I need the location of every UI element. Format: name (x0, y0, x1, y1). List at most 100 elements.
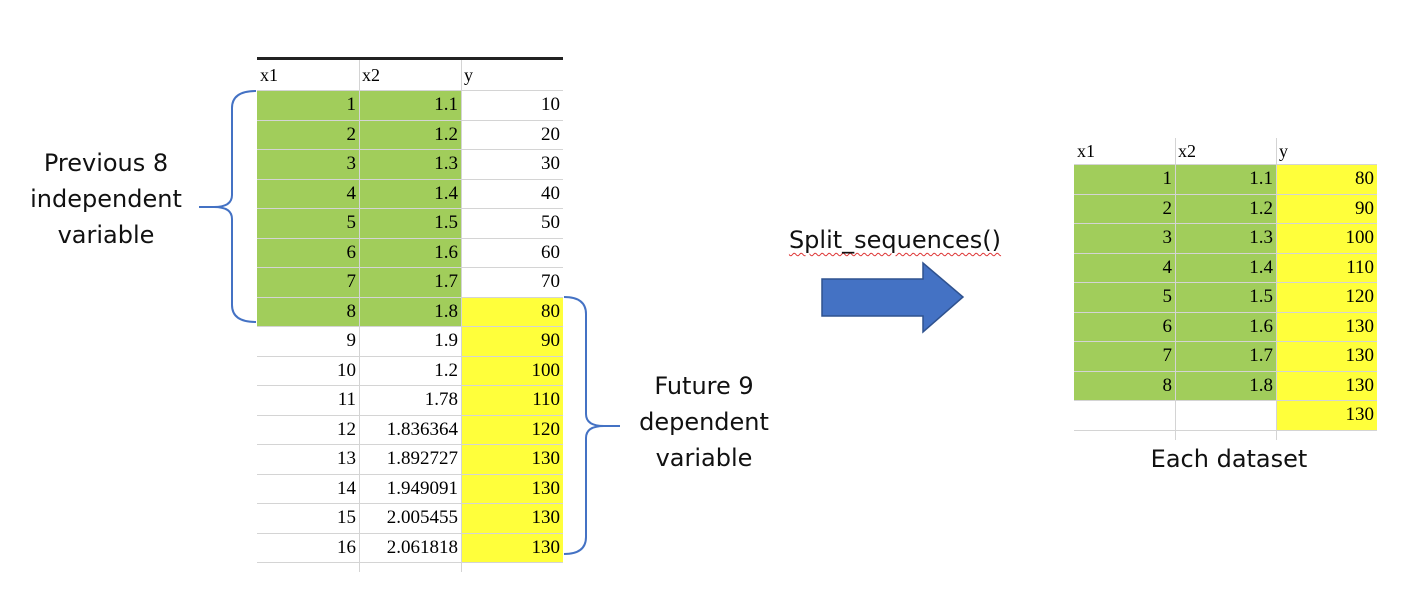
grid-line (257, 178, 563, 180)
dataset-caption: Each dataset (1150, 445, 1308, 473)
cell-x1: 8 (257, 296, 359, 326)
cell-x1: 5 (1074, 282, 1175, 312)
grid-line (257, 532, 563, 534)
grid-line (1074, 311, 1377, 313)
cell-x2: 1.6 (359, 237, 461, 267)
cell-y: 130 (461, 473, 563, 503)
cell-y: 90 (461, 326, 563, 356)
cell-x1: 5 (257, 208, 359, 238)
label-line: variable (655, 444, 753, 472)
grid-line (1175, 138, 1176, 440)
cell-y: 30 (541, 153, 560, 174)
cell-y: 60 (541, 241, 560, 263)
column-header: y (1279, 141, 1288, 161)
cell-x1: 3 (257, 149, 359, 179)
grid-line (1074, 429, 1377, 431)
cell-x2: 1.3 (1175, 223, 1276, 253)
cell-x2: 1.949091 (386, 477, 458, 499)
grid-line (1276, 138, 1277, 440)
cell-x1: 12 (337, 418, 356, 440)
grid-line (257, 296, 563, 298)
grid-line (1074, 341, 1377, 342)
cell-x2: 1.2 (359, 119, 461, 149)
grid-line (257, 503, 563, 504)
cell-x1: 14 (337, 477, 356, 499)
grid-line (257, 355, 563, 357)
cell-x2: 1.1 (1175, 164, 1276, 194)
column-header: x2 (1178, 141, 1196, 161)
grid-line (1074, 252, 1377, 254)
cell-x1: 7 (257, 267, 359, 297)
cell-x1: 3 (1074, 223, 1175, 253)
cell-y: 100 (461, 355, 563, 385)
cell-x2: 1.892727 (386, 448, 458, 469)
cell-x2: 1.3 (359, 149, 461, 179)
column-header: x1 (260, 65, 278, 85)
cell-y: 110 (461, 385, 563, 415)
cell-x2: 1.78 (424, 389, 458, 410)
grid-line (1074, 370, 1377, 372)
grid-line (257, 414, 563, 416)
cell-y: 20 (541, 123, 560, 145)
cell-x2: 2.061818 (386, 536, 458, 558)
arrow-icon (821, 261, 965, 334)
cell-y: 80 (461, 296, 563, 326)
cell-x1: 6 (257, 237, 359, 267)
cell-y: 130 (1276, 311, 1377, 341)
cell-x1: 7 (1074, 341, 1175, 371)
cell-y: 130 (1276, 400, 1377, 430)
cell-x2: 1.1 (359, 90, 461, 120)
independent-bracket (213, 90, 257, 323)
grid-line (1074, 164, 1377, 165)
grid-line (257, 385, 563, 386)
grid-line (1074, 400, 1377, 401)
cell-x2: 1.8 (1175, 370, 1276, 400)
cell-x2: 2.005455 (386, 507, 458, 528)
cell-y: 80 (1276, 164, 1377, 194)
grid-line (359, 60, 360, 572)
cell-x1: 1 (257, 90, 359, 120)
cell-x1: 8 (1074, 370, 1175, 400)
cell-x1: 6 (1074, 311, 1175, 341)
label-line: dependent (639, 408, 769, 436)
dependent-bracket (563, 296, 605, 555)
table-top-border (257, 57, 563, 60)
grid-line (257, 473, 563, 475)
cell-x2: 1.836364 (386, 418, 458, 440)
cell-y: 120 (461, 414, 563, 444)
cell-x2: 1.8 (359, 296, 461, 326)
cell-x2: 1.7 (1175, 341, 1276, 371)
grid-line (257, 444, 563, 445)
cell-x2: 1.5 (359, 208, 461, 238)
cell-y: 130 (461, 444, 563, 474)
cell-y: 10 (541, 94, 560, 115)
grid-line (1074, 223, 1377, 224)
cell-x2: 1.2 (1175, 193, 1276, 223)
label-line: Future 9 (654, 372, 754, 400)
cell-x2: 1.6 (1175, 311, 1276, 341)
grid-line (257, 562, 563, 563)
function-name-label: Split_sequences() (788, 226, 1002, 254)
cell-x2: 1.4 (1175, 252, 1276, 282)
cell-y: 40 (541, 182, 560, 204)
grid-line (257, 208, 563, 209)
column-header: x1 (1077, 141, 1095, 161)
